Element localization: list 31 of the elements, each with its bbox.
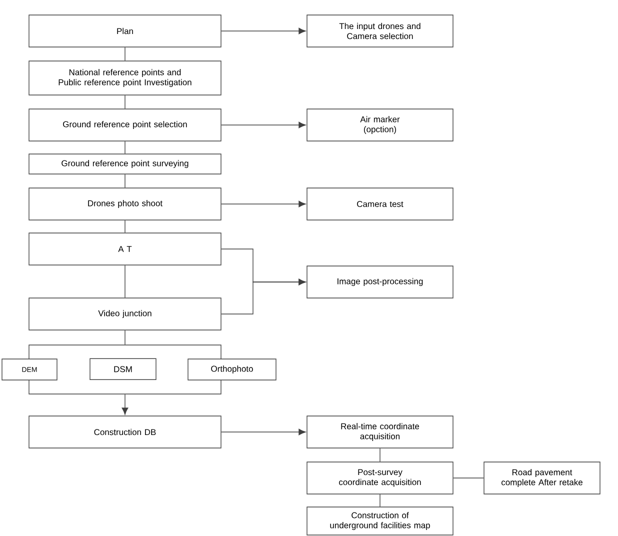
- process-box: Orthophoto: [188, 358, 276, 380]
- connector-line: [124, 141, 126, 154]
- connector-line: [124, 220, 126, 233]
- arrow: [221, 428, 306, 436]
- process-box: Construction of underground facilities map: [306, 506, 454, 536]
- process-box: Camera test: [306, 188, 454, 220]
- process-box: DSM: [90, 358, 156, 380]
- process-box: Post-survey coordinate acquisition: [306, 462, 454, 494]
- process-box: A T: [28, 232, 222, 266]
- arrow: [221, 28, 306, 34]
- connector-line: [124, 47, 126, 61]
- connector-line: [124, 174, 126, 188]
- arrow: [221, 278, 306, 314]
- process-box: Construction DB: [28, 416, 222, 448]
- process-box: National reference points and Public reference point Investigation: [28, 60, 222, 96]
- connector-line: [124, 330, 126, 345]
- process-box: Road pavement complete After retake: [484, 462, 600, 494]
- process-box: Air marker (opction): [306, 108, 454, 142]
- process-box: Drones photo shoot: [28, 188, 222, 220]
- connector-line: [124, 265, 126, 298]
- arrow: [122, 394, 128, 415]
- process-box: Plan: [28, 14, 222, 48]
- arrow: [221, 200, 306, 208]
- process-box: Ground reference point selection: [28, 108, 222, 142]
- process-box: Real-time coordinate acquisition: [306, 416, 454, 448]
- process-box: Image post-processing: [306, 266, 454, 298]
- arrow: [221, 122, 306, 128]
- process-box: Video junction: [28, 298, 222, 330]
- process-box: Ground reference point surveying: [28, 154, 222, 174]
- connector-line: [124, 95, 126, 109]
- process-box: The input drones and Camera selection: [306, 14, 454, 48]
